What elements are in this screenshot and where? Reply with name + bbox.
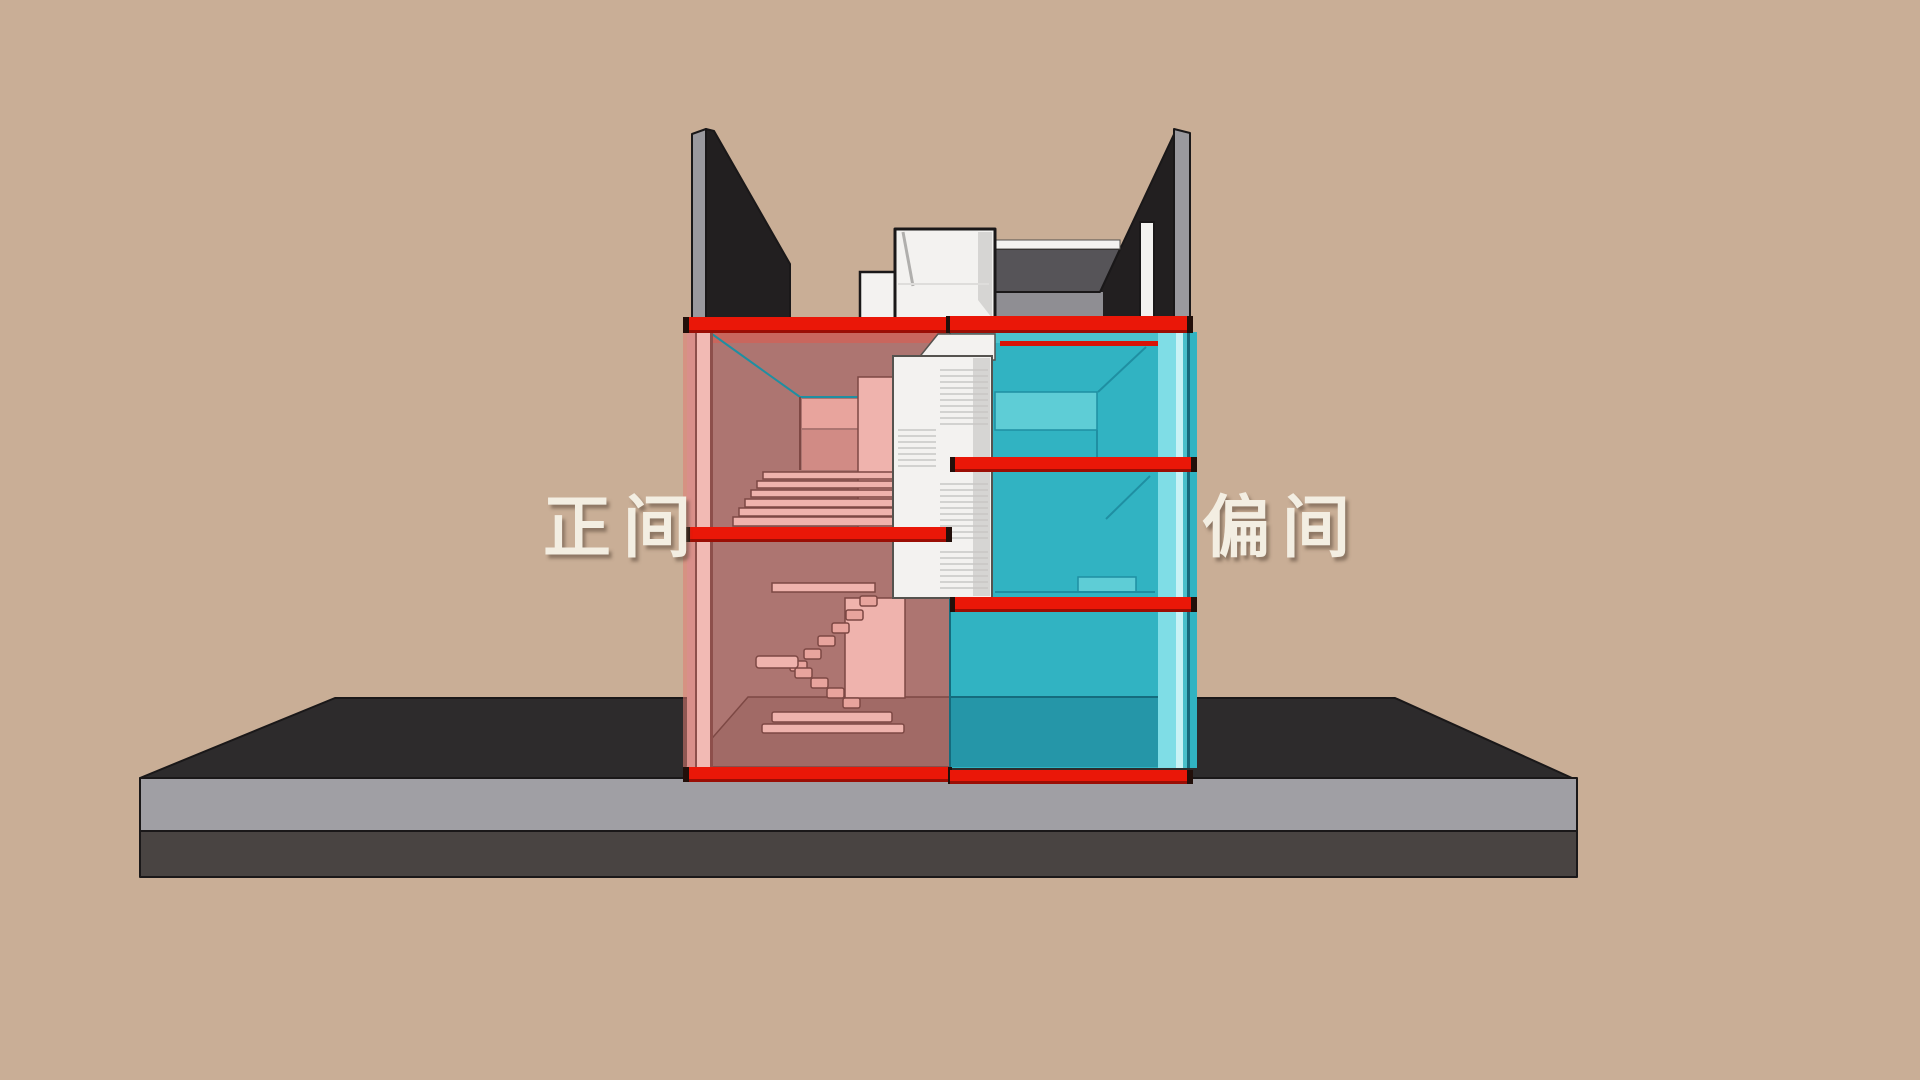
cabinet-louvers-bottom [940,551,988,589]
top-bar-junction [946,316,950,333]
cut-edge-line [695,332,697,768]
low-bar-right [950,597,1197,612]
roof-beam-top-strip [982,239,1121,250]
bottom-bar-right [950,770,1193,784]
upper-room-corner-diagonal [1097,346,1147,393]
top-bar-right-cap [1187,316,1193,333]
left-gable-wall [705,128,791,319]
stair-slat [762,471,894,480]
cut-edge-strip [687,332,695,768]
stair-base-slat [761,723,905,734]
upper-room-panel-light [802,399,858,428]
mid-bar-right-shadow [950,469,1197,472]
mid-bar-left-cap [684,527,690,542]
platform-base-band [139,830,1578,878]
front-edge-strip-pale [1176,332,1183,768]
rear-gable-edge-strip [1139,221,1155,319]
stair-base-slat [771,711,893,723]
bottom-bar-right-shadow [950,781,1193,784]
right-gable-wall [1099,129,1177,319]
bottom-bar-right-cap [1187,770,1193,784]
top-bar-left-shadow [683,330,950,333]
label-main-bay: 正间 [543,490,704,566]
front-edge-strip-mid [1183,332,1187,768]
stair-slat [738,507,894,517]
top-bar-left [683,317,950,333]
bottom-bar-left-cap [683,767,689,782]
red-structural-bars [683,316,1197,784]
cabinet-louvers-mid [940,483,988,539]
mid-bar-left-shadow [684,539,952,542]
small-bulkhead-box [858,270,897,322]
upper-mezzanine-band [994,391,1098,431]
label-side-bay: 偏间 [1202,490,1363,566]
stair-step [803,648,822,660]
beam-lower-face [983,292,1103,318]
stair-step [842,697,861,709]
bottom-bar-left [683,767,950,782]
platform-front-face [139,777,1578,832]
stair-step [831,622,850,634]
stair-slat [744,498,894,508]
mid-bar-left-cap-right [946,527,952,542]
stair-step [794,667,813,679]
front-edge-strip-light [1158,332,1176,768]
cabinet-louvers-top [940,369,988,425]
mid-room-corner-diagonal [1105,475,1151,520]
main-bay-cut-edge [683,332,713,768]
stair-slat [732,516,894,527]
stair-slat [756,480,894,489]
low-bar-right-cap-left [950,597,955,612]
top-bar-right [950,316,1193,333]
right-gable-edge-face [1173,128,1191,319]
roof-beam [982,248,1121,293]
mid-bar-right-cap-left [950,457,955,472]
bulkhead-inner-shade-right [978,232,992,318]
side-bay-ceiling-band [950,333,1158,343]
stair-step [810,677,829,689]
bulkhead-inner-shade-left [901,231,915,287]
stair-step [817,635,836,647]
cut-edge-blur [683,332,687,768]
roof-structures [691,128,1191,324]
stair-step [845,609,864,621]
cut-edge-strip-light [697,332,710,768]
bottom-bar-left-shadow [683,779,950,782]
lower-room-shelf [771,582,876,593]
top-bar-right-shadow [950,330,1193,333]
lower-room-floor-dark [950,697,1158,767]
mid-room-shelf [1077,576,1137,593]
low-bar-right-shadow [950,609,1197,612]
stair-landing [755,655,799,669]
cabinet-louvers-left [898,429,936,467]
stair-slat [750,489,894,498]
top-bar-left-cap [683,317,689,333]
mid-bar-right [950,457,1197,472]
central-cabinet [892,333,996,599]
stair-step [859,595,878,607]
upper-room-panel-mid [802,430,858,470]
cut-edge-line [710,332,713,768]
cabinet-top-cap [915,333,996,361]
low-bar-right-cap [1191,597,1197,612]
main-bay-top-glow [687,333,950,343]
mid-bar-right-cap [1191,457,1197,472]
lower-zigzag-staircase [755,595,905,734]
mid-bar-left [684,527,952,542]
stair-step [826,687,845,699]
side-bay-red-batten [1000,341,1185,346]
front-edge-outline [1187,332,1190,768]
